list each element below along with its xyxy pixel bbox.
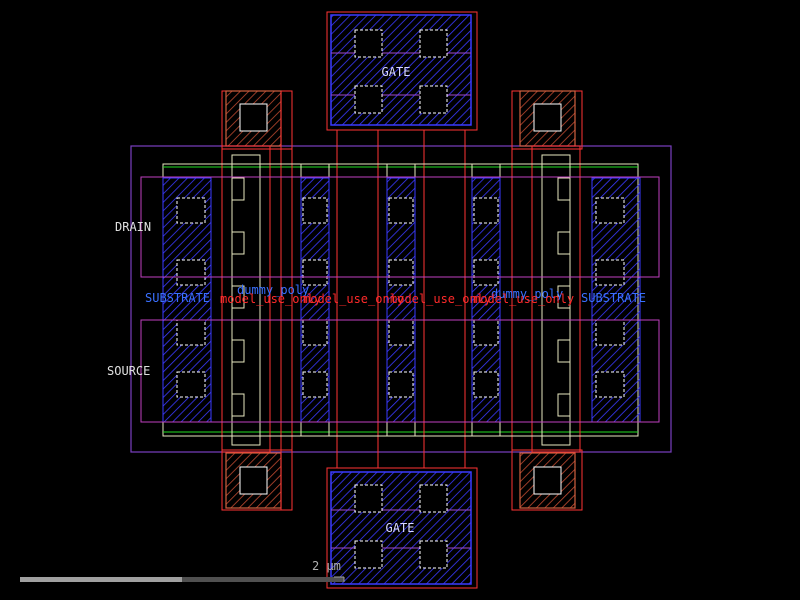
- diffusion-contacts: [231, 177, 571, 417]
- model-use-only-label-2: model_use_only: [303, 292, 404, 306]
- poly-gates: [221, 91, 581, 510]
- corner-pad-top-left[interactable]: [221, 90, 293, 150]
- gate-top-label: GATE: [382, 65, 411, 79]
- substrate-left-label: SUBSTRATE: [145, 291, 210, 305]
- nwell-outline: [130, 145, 672, 453]
- drain-label: DRAIN: [115, 220, 151, 234]
- drain-band: [140, 176, 660, 278]
- dummy-poly-right-label: dummy_poly: [491, 287, 563, 301]
- substrate-right-label: SUBSTRATE: [581, 291, 646, 305]
- source-label: SOURCE: [107, 364, 150, 378]
- corner-pad-top-right[interactable]: [511, 90, 583, 150]
- model-use-only-label-3: model_use_only: [390, 292, 491, 306]
- finger-contacts: [176, 197, 625, 398]
- scale-label: 2 µm: [312, 559, 341, 573]
- dummy-poly-left-label: dummy_poly: [237, 283, 309, 297]
- model-use-only-label-4: model_use_only: [473, 292, 574, 306]
- scale-bar: [20, 576, 345, 582]
- gate-pad-bottom[interactable]: [326, 467, 478, 589]
- corner-pad-bottom-right[interactable]: [511, 449, 583, 511]
- gate-pad-top[interactable]: [326, 11, 478, 131]
- gate-bottom-label: GATE: [386, 521, 415, 535]
- corner-pad-bottom-left[interactable]: [221, 449, 293, 511]
- model-use-only-label-1: model_use_only: [220, 292, 321, 306]
- source-band: [140, 319, 660, 423]
